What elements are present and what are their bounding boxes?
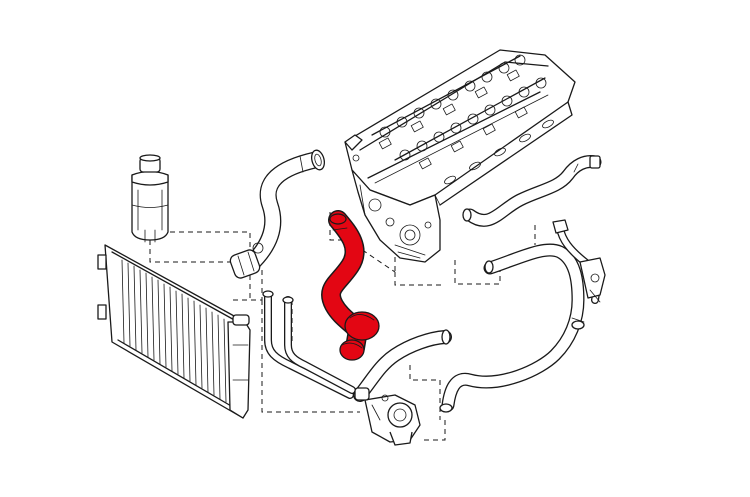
upper-radiator-hose bbox=[229, 149, 325, 279]
radiator-icon bbox=[97, 244, 251, 419]
pump-icon bbox=[354, 387, 421, 446]
engine-head-icon bbox=[344, 49, 576, 263]
bleed-hose bbox=[552, 219, 606, 304]
heater-hose-lower bbox=[439, 243, 585, 413]
reservoir-icon bbox=[131, 154, 169, 243]
heater-hose-upper bbox=[462, 155, 602, 227]
highlighted-coolant-hose bbox=[321, 210, 380, 361]
lower-radiator-pipe bbox=[262, 290, 452, 402]
